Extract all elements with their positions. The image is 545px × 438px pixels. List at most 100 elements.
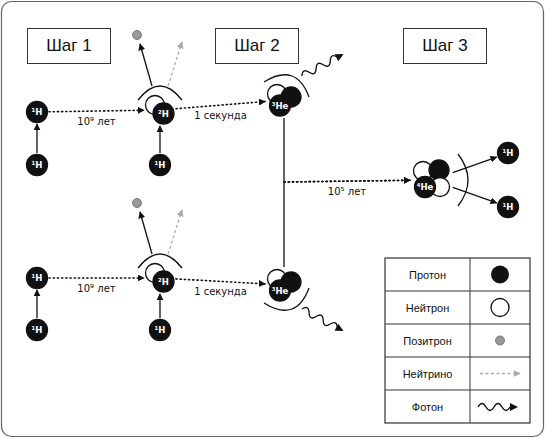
connector-segment — [49, 110, 144, 112]
connector-segment — [453, 157, 497, 173]
proton-circle — [415, 177, 436, 198]
step-title: Шаг 2 — [234, 36, 279, 56]
nucleus-shape — [411, 159, 453, 201]
legend-frame — [385, 258, 530, 423]
legend-row: Позитрон — [385, 324, 470, 357]
reaction-arrow — [176, 102, 265, 109]
neutron-sample — [491, 299, 509, 317]
connector-segment — [176, 102, 265, 109]
proton-circle — [27, 268, 48, 289]
connector-segment — [284, 180, 410, 182]
proton-circle — [27, 320, 48, 341]
neutrino-arrow — [168, 210, 182, 254]
legend-text: Фотон — [412, 401, 443, 413]
reaction-arrow — [37, 124, 38, 153]
reaction-arrow — [453, 187, 497, 203]
neutrino-sample — [480, 373, 520, 374]
proton-nucleus: ¹H — [26, 101, 48, 123]
proton-sample — [491, 266, 509, 284]
connector-segment — [176, 279, 265, 284]
step-box: Шаг 2 — [215, 28, 299, 64]
legend-text: Нейтрино — [403, 368, 453, 380]
proton-circle — [498, 197, 519, 218]
proton-nucleus: ¹H — [149, 319, 171, 341]
proton-nucleus: ¹H — [26, 154, 48, 176]
reaction-arrow — [284, 180, 410, 267]
step-title: Шаг 3 — [422, 36, 467, 56]
positron-symbol — [133, 31, 142, 40]
nucleus-cluster: ²H — [145, 263, 175, 293]
time-label: 10⁵ лет — [328, 187, 366, 197]
neutrino-arrow — [168, 42, 182, 86]
connector-segment — [283, 118, 284, 182]
proton-circle — [270, 280, 291, 301]
connector-segment — [159, 294, 160, 318]
legend-divider — [385, 324, 530, 325]
step-box: Шаг 3 — [403, 28, 487, 64]
reaction-arrow — [37, 290, 38, 318]
reaction-arrow — [284, 118, 410, 182]
nucleus-cluster: ²H — [145, 95, 175, 125]
nuclide-label: ³He — [272, 286, 289, 295]
photon-arrow — [300, 50, 345, 79]
legend-text: Нейтрон — [406, 302, 450, 314]
proton-nucleus: ¹H — [497, 142, 519, 164]
reaction-arrow — [453, 157, 497, 173]
reaction-arrow — [160, 126, 161, 153]
legend-text: Протон — [409, 269, 446, 281]
nuclide-label: ¹H — [32, 108, 43, 117]
reaction-arc — [458, 154, 468, 206]
connector-segment — [49, 277, 144, 279]
legend-divider — [385, 390, 530, 391]
time-label: 1 секунда — [194, 111, 247, 121]
legend-divider — [385, 357, 530, 358]
proton-circle — [498, 143, 519, 164]
proton-circle — [150, 320, 171, 341]
nuclide-label: ³He — [272, 101, 289, 110]
step-box: Шаг 1 — [27, 28, 111, 64]
nucleus-cluster: ⁴He — [411, 159, 453, 201]
proton-nucleus: ¹H — [149, 154, 171, 176]
proton-circle — [153, 271, 174, 292]
nuclide-label: ¹H — [32, 161, 43, 170]
proton-circle — [150, 155, 171, 176]
photon-sample — [478, 403, 518, 411]
nuclide-label: ²H — [158, 109, 169, 118]
nuclide-label: ²H — [158, 277, 169, 286]
reaction-arrow — [49, 278, 144, 279]
connector-segment — [283, 182, 284, 267]
reaction-arrow — [49, 110, 144, 112]
nucleus-shape — [266, 268, 302, 302]
photon-arrow — [300, 305, 345, 334]
legend-divider — [470, 258, 471, 423]
legend-divider — [385, 291, 530, 292]
positron-symbol — [133, 199, 142, 208]
nuclide-label: ¹H — [155, 326, 166, 335]
proton-circle — [27, 155, 48, 176]
connector-segment — [36, 290, 37, 318]
proton-circle — [153, 103, 174, 124]
time-label: 10⁹ лет — [77, 117, 115, 127]
positron-arrow — [140, 44, 152, 86]
nuclide-label: ¹H — [32, 326, 43, 335]
connector-segment — [159, 126, 160, 153]
legend-row: Нейтрон — [385, 291, 470, 324]
positron-sample — [496, 336, 505, 345]
time-label: 10⁹ лет — [77, 284, 115, 294]
step-title: Шаг 1 — [46, 36, 91, 56]
nucleus-shape — [266, 83, 302, 117]
proton-nucleus: ¹H — [26, 319, 48, 341]
positron-arrow — [140, 212, 152, 254]
proton-circle — [270, 95, 291, 116]
legend-text: Позитрон — [403, 335, 451, 347]
proton-nucleus: ¹H — [26, 267, 48, 289]
time-label: 1 секунда — [194, 287, 247, 297]
legend-row: Протон — [385, 258, 470, 291]
nuclide-label: ¹H — [155, 161, 166, 170]
nuclide-label: ⁴He — [417, 183, 434, 192]
nuclide-label: ¹H — [503, 149, 514, 158]
proton-nucleus: ¹H — [497, 196, 519, 218]
